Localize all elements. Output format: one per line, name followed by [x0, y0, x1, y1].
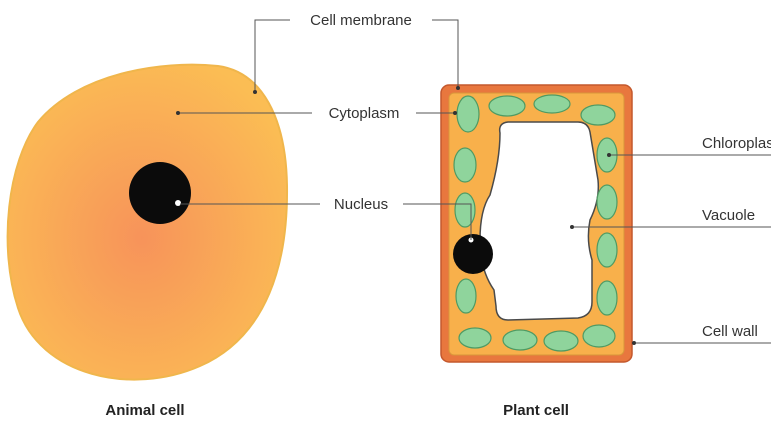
chloroplast [503, 330, 537, 350]
plant-cell [441, 85, 632, 362]
chloroplast [597, 185, 617, 219]
leader-dot [176, 111, 180, 115]
chloroplast [459, 328, 491, 348]
chloroplast [534, 95, 570, 113]
chloroplast [489, 96, 525, 116]
chloroplast [581, 105, 615, 125]
label-vacuole: Vacuole [702, 207, 755, 224]
animal-nucleolus [175, 200, 181, 206]
animal-nucleus [129, 162, 191, 224]
leader-dot [570, 225, 574, 229]
chloroplast [455, 193, 475, 227]
leader-dot [453, 111, 457, 115]
caption-animal-cell: Animal cell [105, 402, 184, 419]
caption-plant-cell: Plant cell [503, 402, 569, 419]
chloroplast [454, 148, 476, 182]
animal-cell-body [8, 65, 287, 380]
leader-dot [253, 90, 257, 94]
leader-dot [632, 341, 636, 345]
leader-cell-membrane [255, 20, 290, 92]
chloroplast [583, 325, 615, 347]
chloroplast [597, 233, 617, 267]
label-cytoplasm: Cytoplasm [329, 105, 400, 122]
leader-dot [456, 86, 460, 90]
chloroplast [544, 331, 578, 351]
label-chloroplast: Chloroplast [702, 135, 771, 152]
chloroplast [457, 96, 479, 132]
label-cell-wall: Cell wall [702, 323, 758, 340]
label-nucleus: Nucleus [334, 196, 388, 213]
label-cell-membrane: Cell membrane [310, 12, 412, 29]
leader-cell-membrane-plant [432, 20, 458, 88]
leader-dot [607, 153, 611, 157]
chloroplast [597, 281, 617, 315]
animal-cell [8, 65, 287, 380]
chloroplast [456, 279, 476, 313]
